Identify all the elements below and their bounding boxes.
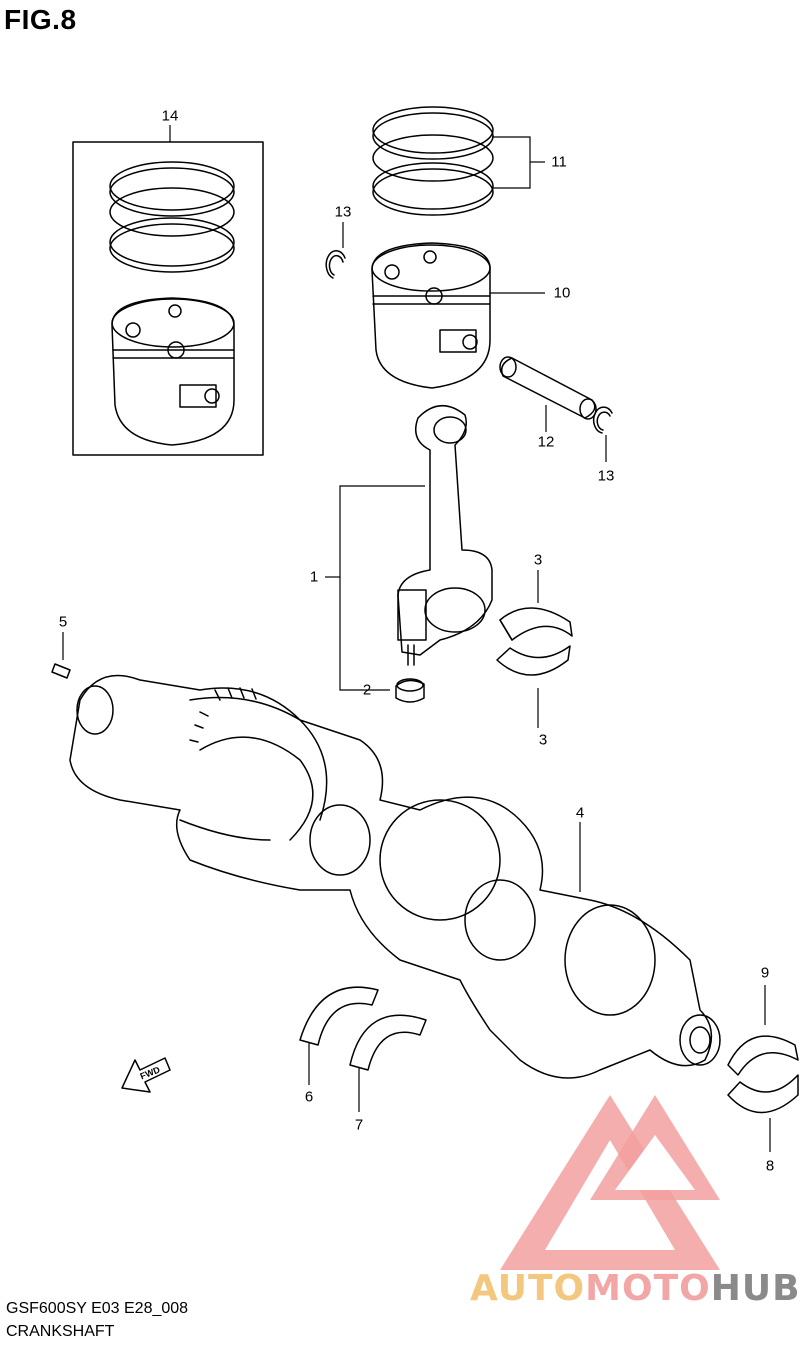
callout-2: 2 (362, 681, 372, 699)
footer-code: GSF600SY E03 E28_008 (6, 1300, 189, 1317)
callout-5: 5 (58, 613, 68, 631)
thrust-bearing-7 (349, 1014, 427, 1071)
callout-8: 8 (765, 1157, 775, 1175)
piston-rings-14 (109, 161, 235, 273)
callout-14: 14 (161, 107, 179, 125)
nut-2 (395, 678, 425, 703)
callout-11: 11 (551, 153, 567, 171)
brand-moto: MOTO (585, 1268, 711, 1309)
callout-4: 4 (575, 804, 585, 822)
circlip-13-right (592, 406, 613, 434)
fwd-arrow-icon (121, 1057, 171, 1093)
figure-title: FIG.8 (4, 4, 77, 35)
crankshaft-4 (69, 674, 721, 1079)
dowel-pin-5 (51, 663, 71, 679)
callout-6: 6 (304, 1088, 314, 1106)
conrod-bearing-3-upper (499, 607, 573, 641)
watermark-logo (500, 1095, 720, 1270)
callout-3-top: 3 (533, 551, 543, 569)
conrod-bearing-3-lower (496, 645, 571, 676)
thrust-bearing-6 (299, 986, 379, 1046)
callout-3-bottom: 3 (538, 731, 548, 749)
circlip-13-top (325, 250, 346, 279)
piston-10 (371, 242, 491, 389)
connecting-rod-1 (397, 405, 493, 666)
footer-name: CRANKSHAFT (6, 1323, 115, 1340)
callout-9: 9 (760, 964, 770, 982)
main-bearing-8 (727, 1074, 799, 1114)
callout-7: 7 (354, 1116, 364, 1134)
callout-10: 10 (553, 284, 571, 302)
watermark-brand: AUTOMOTOHUB (470, 1268, 800, 1309)
brand-auto: AUTO (470, 1268, 586, 1309)
piston-rings-11 (372, 106, 494, 216)
brand-hub: HUB (710, 1268, 800, 1309)
callout-1: 1 (309, 568, 319, 586)
callout-13-right: 13 (597, 467, 615, 485)
main-bearing-9 (727, 1035, 799, 1076)
callout-13-top: 13 (334, 203, 352, 221)
callout-12: 12 (537, 433, 555, 451)
kit-box-14 (72, 141, 264, 456)
piston-14 (111, 297, 235, 446)
piston-pin-12 (499, 356, 597, 420)
